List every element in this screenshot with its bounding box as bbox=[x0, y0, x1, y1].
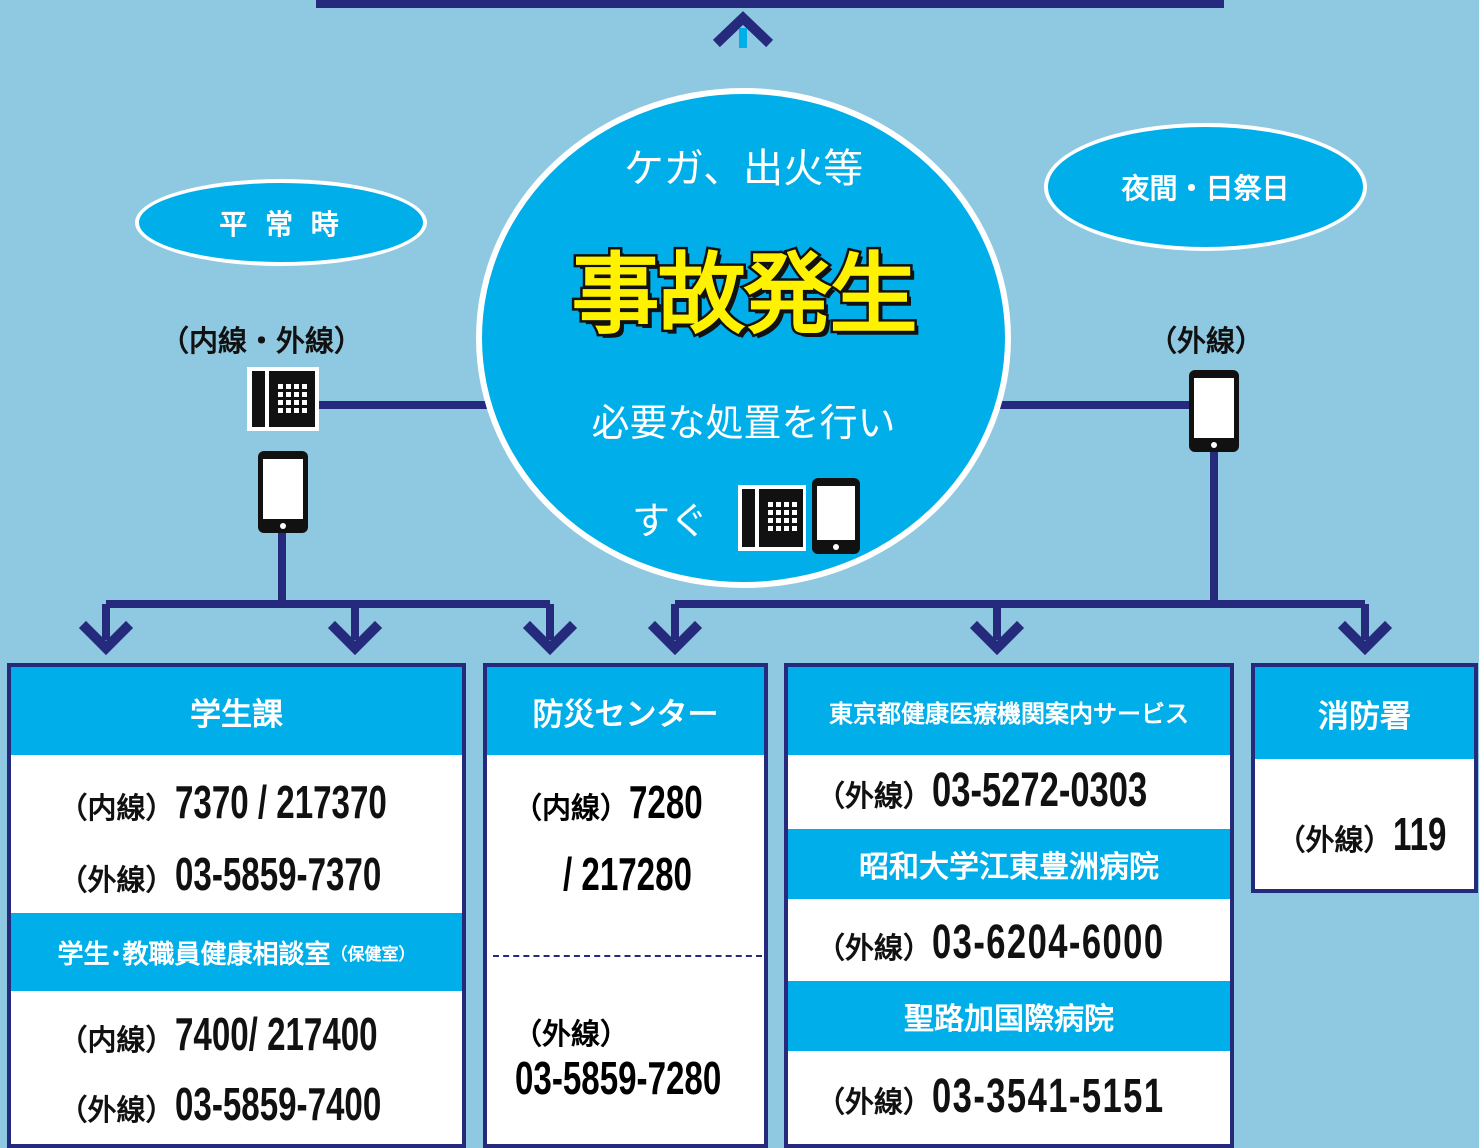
desk-phone-icon bbox=[738, 485, 806, 551]
line-type-label: （外線） bbox=[1276, 823, 1393, 857]
line-type-label: （外線） bbox=[815, 779, 932, 813]
phone-number: 03-5859-7370 bbox=[174, 848, 381, 900]
phone-number: 03-6204-6000 bbox=[932, 916, 1165, 969]
night-holiday-label: 夜間・日祭日 bbox=[1121, 172, 1290, 205]
health-room-header: 学生･教職員健康相談室（保健室） bbox=[11, 913, 462, 991]
outer-line-label: （外線） bbox=[513, 1011, 629, 1053]
line-type-label: （外線） bbox=[815, 931, 932, 965]
call-now-row: すぐ bbox=[482, 478, 1005, 554]
contact-row: （外線）03-6204-6000 bbox=[788, 915, 1230, 971]
line-type-label: （外線） bbox=[513, 1017, 630, 1051]
line-type-label: （外線） bbox=[58, 863, 175, 897]
contact-row: （外線）119 bbox=[1255, 807, 1474, 863]
contact-row: （内線）7370 / 217370 bbox=[11, 775, 462, 831]
line-type-label: （内線） bbox=[58, 791, 175, 825]
line-type-label: （内線） bbox=[58, 1023, 175, 1057]
fire-department-panel: 消防署 （外線）119 bbox=[1251, 663, 1478, 893]
smartphone-icon bbox=[258, 451, 308, 533]
contact-row: （外線）03-5272-0303 bbox=[788, 763, 1230, 819]
now-text: すぐ bbox=[632, 499, 709, 543]
medical-service-header: 東京都健康医療機関案内サービス bbox=[788, 667, 1230, 755]
smartphone-icon bbox=[1189, 370, 1239, 452]
inner-line-alt-row: / 217280 bbox=[563, 847, 742, 901]
phone-number: 03-5859-7280 bbox=[515, 1052, 722, 1104]
phone-number: 119 bbox=[1392, 808, 1446, 860]
phone-number: 03-5272-0303 bbox=[932, 764, 1148, 817]
inner-line-row: （内線）7280 bbox=[513, 775, 731, 829]
outer-line-row: 03-5859-7280 bbox=[515, 1051, 764, 1105]
night-holiday-bubble: 夜間・日祭日 bbox=[1044, 123, 1367, 251]
fire-department-header: 消防署 bbox=[1255, 667, 1474, 759]
phone-number: 7370 / 217370 bbox=[174, 776, 387, 828]
contact-row: （外線）03-3541-5151 bbox=[788, 1069, 1230, 1125]
line-type-label: （外線） bbox=[815, 1085, 932, 1119]
dashed-divider bbox=[493, 955, 762, 957]
health-room-title: 学生･教職員健康相談室 bbox=[57, 939, 331, 970]
normal-hours-label: 平 常 時 bbox=[219, 207, 343, 241]
normal-hours-bubble: 平 常 時 bbox=[135, 179, 427, 266]
take-action-text: 必要な処置を行い bbox=[591, 401, 896, 445]
line-type-label: （外線） bbox=[58, 1093, 175, 1127]
contact-row: （外線）03-5859-7400 bbox=[11, 1077, 462, 1133]
phone-number: 7400/ 217400 bbox=[174, 1008, 378, 1060]
showa-hospital-header: 昭和大学江東豊洲病院 bbox=[788, 829, 1230, 899]
line-type-label: （内線） bbox=[513, 791, 630, 825]
smartphone-icon bbox=[812, 478, 860, 554]
injury-fire-text: ケガ、出火等 bbox=[623, 146, 864, 192]
health-room-note: （保健室） bbox=[330, 944, 416, 965]
disaster-center-panel: 防災センター （内線）7280 / 217280 （外線） 03-5859-72… bbox=[483, 663, 768, 1148]
phone-number: 03-3541-5151 bbox=[932, 1070, 1165, 1123]
contact-row: （内線）7400/ 217400 bbox=[11, 1007, 462, 1063]
phone-number: / 217280 bbox=[563, 848, 692, 900]
left-line-label: （内線・外線） bbox=[160, 324, 364, 358]
phone-number: 7280 bbox=[629, 776, 703, 828]
accident-circle: ケガ、出火等 事故発生 必要な処置を行い すぐ bbox=[476, 88, 1011, 588]
accident-title: 事故発生 bbox=[569, 241, 920, 349]
phone-number: 03-5859-7400 bbox=[174, 1078, 381, 1130]
student-affairs-panel: 学生課 （内線）7370 / 217370 （外線）03-5859-7370 学… bbox=[7, 663, 466, 1148]
student-affairs-header: 学生課 bbox=[11, 667, 462, 755]
st-luke-hospital-header: 聖路加国際病院 bbox=[788, 981, 1230, 1051]
contact-row: （外線）03-5859-7370 bbox=[11, 847, 462, 903]
disaster-center-header: 防災センター bbox=[487, 667, 764, 755]
desk-phone-icon bbox=[247, 367, 319, 431]
right-line-label: （外線） bbox=[1148, 324, 1265, 358]
medical-panel: 東京都健康医療機関案内サービス （外線）03-5272-0303 昭和大学江東豊… bbox=[784, 663, 1234, 1148]
